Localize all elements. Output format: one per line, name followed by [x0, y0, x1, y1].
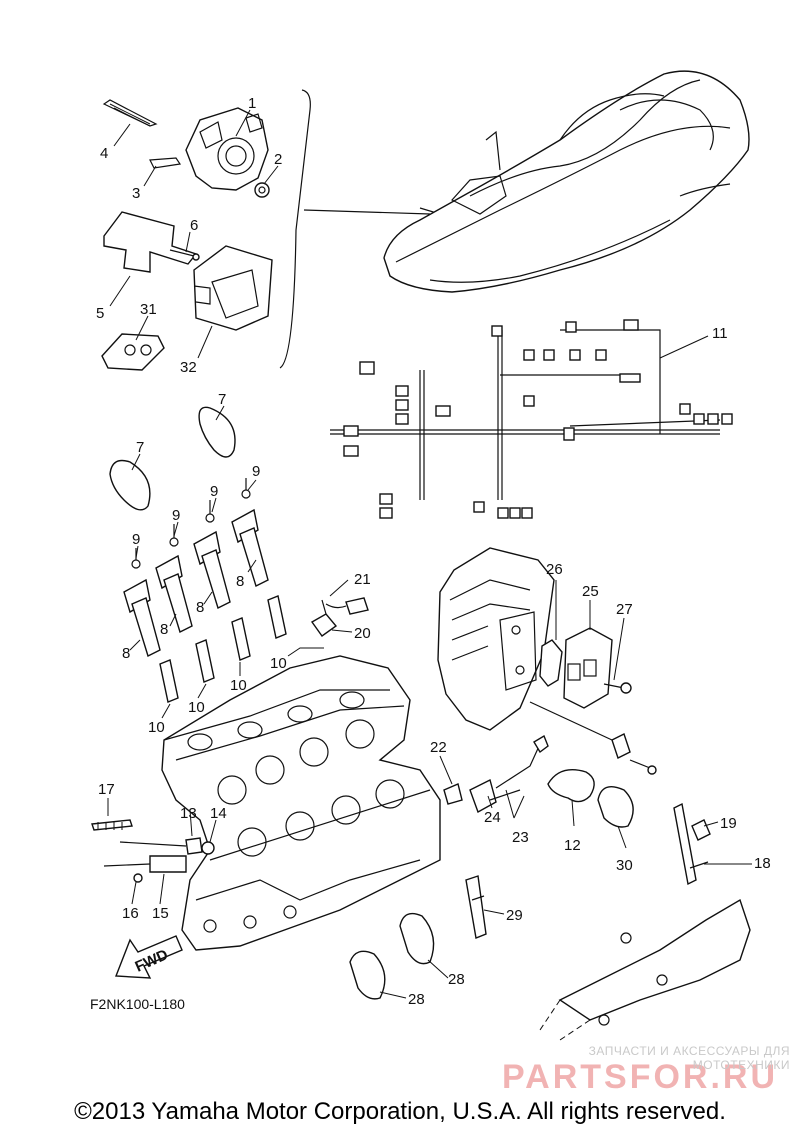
callout-28b: 28 [408, 991, 425, 1008]
watermark-logo: PARTSFOR.RU [502, 1058, 778, 1096]
throttle-body-group [101, 89, 443, 371]
cable-ties-7 [109, 406, 236, 511]
callout-2: 2 [274, 151, 282, 168]
fwd-arrow-icon: FWD [114, 935, 183, 979]
callout-18: 18 [754, 855, 771, 872]
callout-25: 25 [582, 583, 599, 600]
callout-labels: 1 2 3 4 5 6 31 32 11 7 7 9 9 9 9 8 8 8 8… [96, 95, 771, 1008]
callout-8c: 8 [160, 621, 168, 638]
callout-12: 12 [564, 837, 581, 854]
clamps-12-30 [547, 769, 634, 828]
callout-9a: 9 [252, 463, 260, 480]
callout-9c: 9 [172, 507, 180, 524]
callout-21: 21 [354, 571, 371, 588]
sensor-18-19 [673, 802, 711, 886]
callout-23: 23 [512, 829, 529, 846]
cable-ties-28-29 [349, 875, 487, 1000]
callout-26: 26 [546, 561, 563, 578]
callout-27: 27 [616, 601, 633, 618]
leader-lines [107, 109, 752, 999]
callout-31: 31 [140, 301, 157, 318]
callout-17: 17 [98, 781, 115, 798]
callout-28a: 28 [448, 971, 465, 988]
callout-10b: 10 [230, 677, 247, 694]
callout-3: 3 [132, 185, 140, 202]
callout-22: 22 [430, 739, 447, 756]
callout-10c: 10 [188, 699, 205, 716]
callout-10a: 10 [270, 655, 287, 672]
callout-5: 5 [96, 305, 104, 322]
callout-32: 32 [180, 359, 197, 376]
callout-8a: 8 [236, 573, 244, 590]
watercraft-illustration [383, 70, 750, 293]
sensor-22-24 [443, 734, 549, 814]
watermark-subtitle: ЗАПЧАСТИ И АКСЕССУАРЫ ДЛЯ МОТОТЕХНИКИ [588, 1044, 790, 1072]
callout-24: 24 [484, 809, 501, 826]
small-parts-13-17 [91, 819, 215, 883]
callout-29: 29 [506, 907, 523, 924]
callout-9d: 9 [132, 531, 140, 548]
callout-4: 4 [100, 145, 108, 162]
callout-11: 11 [712, 325, 728, 342]
callout-16: 16 [122, 905, 139, 922]
side-cover [437, 547, 657, 775]
sensor-20-21 [310, 597, 369, 637]
callout-13: 13 [180, 805, 197, 822]
callout-7b: 7 [136, 439, 144, 456]
copyright-notice: ©2013 Yamaha Motor Corporation, U.S.A. A… [74, 1098, 726, 1125]
callout-8d: 8 [122, 645, 130, 662]
callout-10d: 10 [148, 719, 165, 736]
wire-harness [330, 319, 733, 519]
callout-6: 6 [190, 217, 198, 234]
drawing-code: F2NK100-L180 [90, 996, 185, 1012]
callout-1: 1 [248, 95, 256, 112]
callout-19: 19 [720, 815, 737, 832]
ignition-coils [123, 478, 287, 703]
callout-15: 15 [152, 905, 169, 922]
fwd-label: FWD [133, 946, 171, 975]
callout-8b: 8 [196, 599, 204, 616]
callout-7a: 7 [218, 391, 226, 408]
callout-14: 14 [210, 805, 227, 822]
exhaust-manifold [539, 898, 751, 1041]
callout-9b: 9 [210, 483, 218, 500]
engine-block [161, 655, 441, 951]
callout-20: 20 [354, 625, 371, 642]
callout-30: 30 [616, 857, 633, 874]
